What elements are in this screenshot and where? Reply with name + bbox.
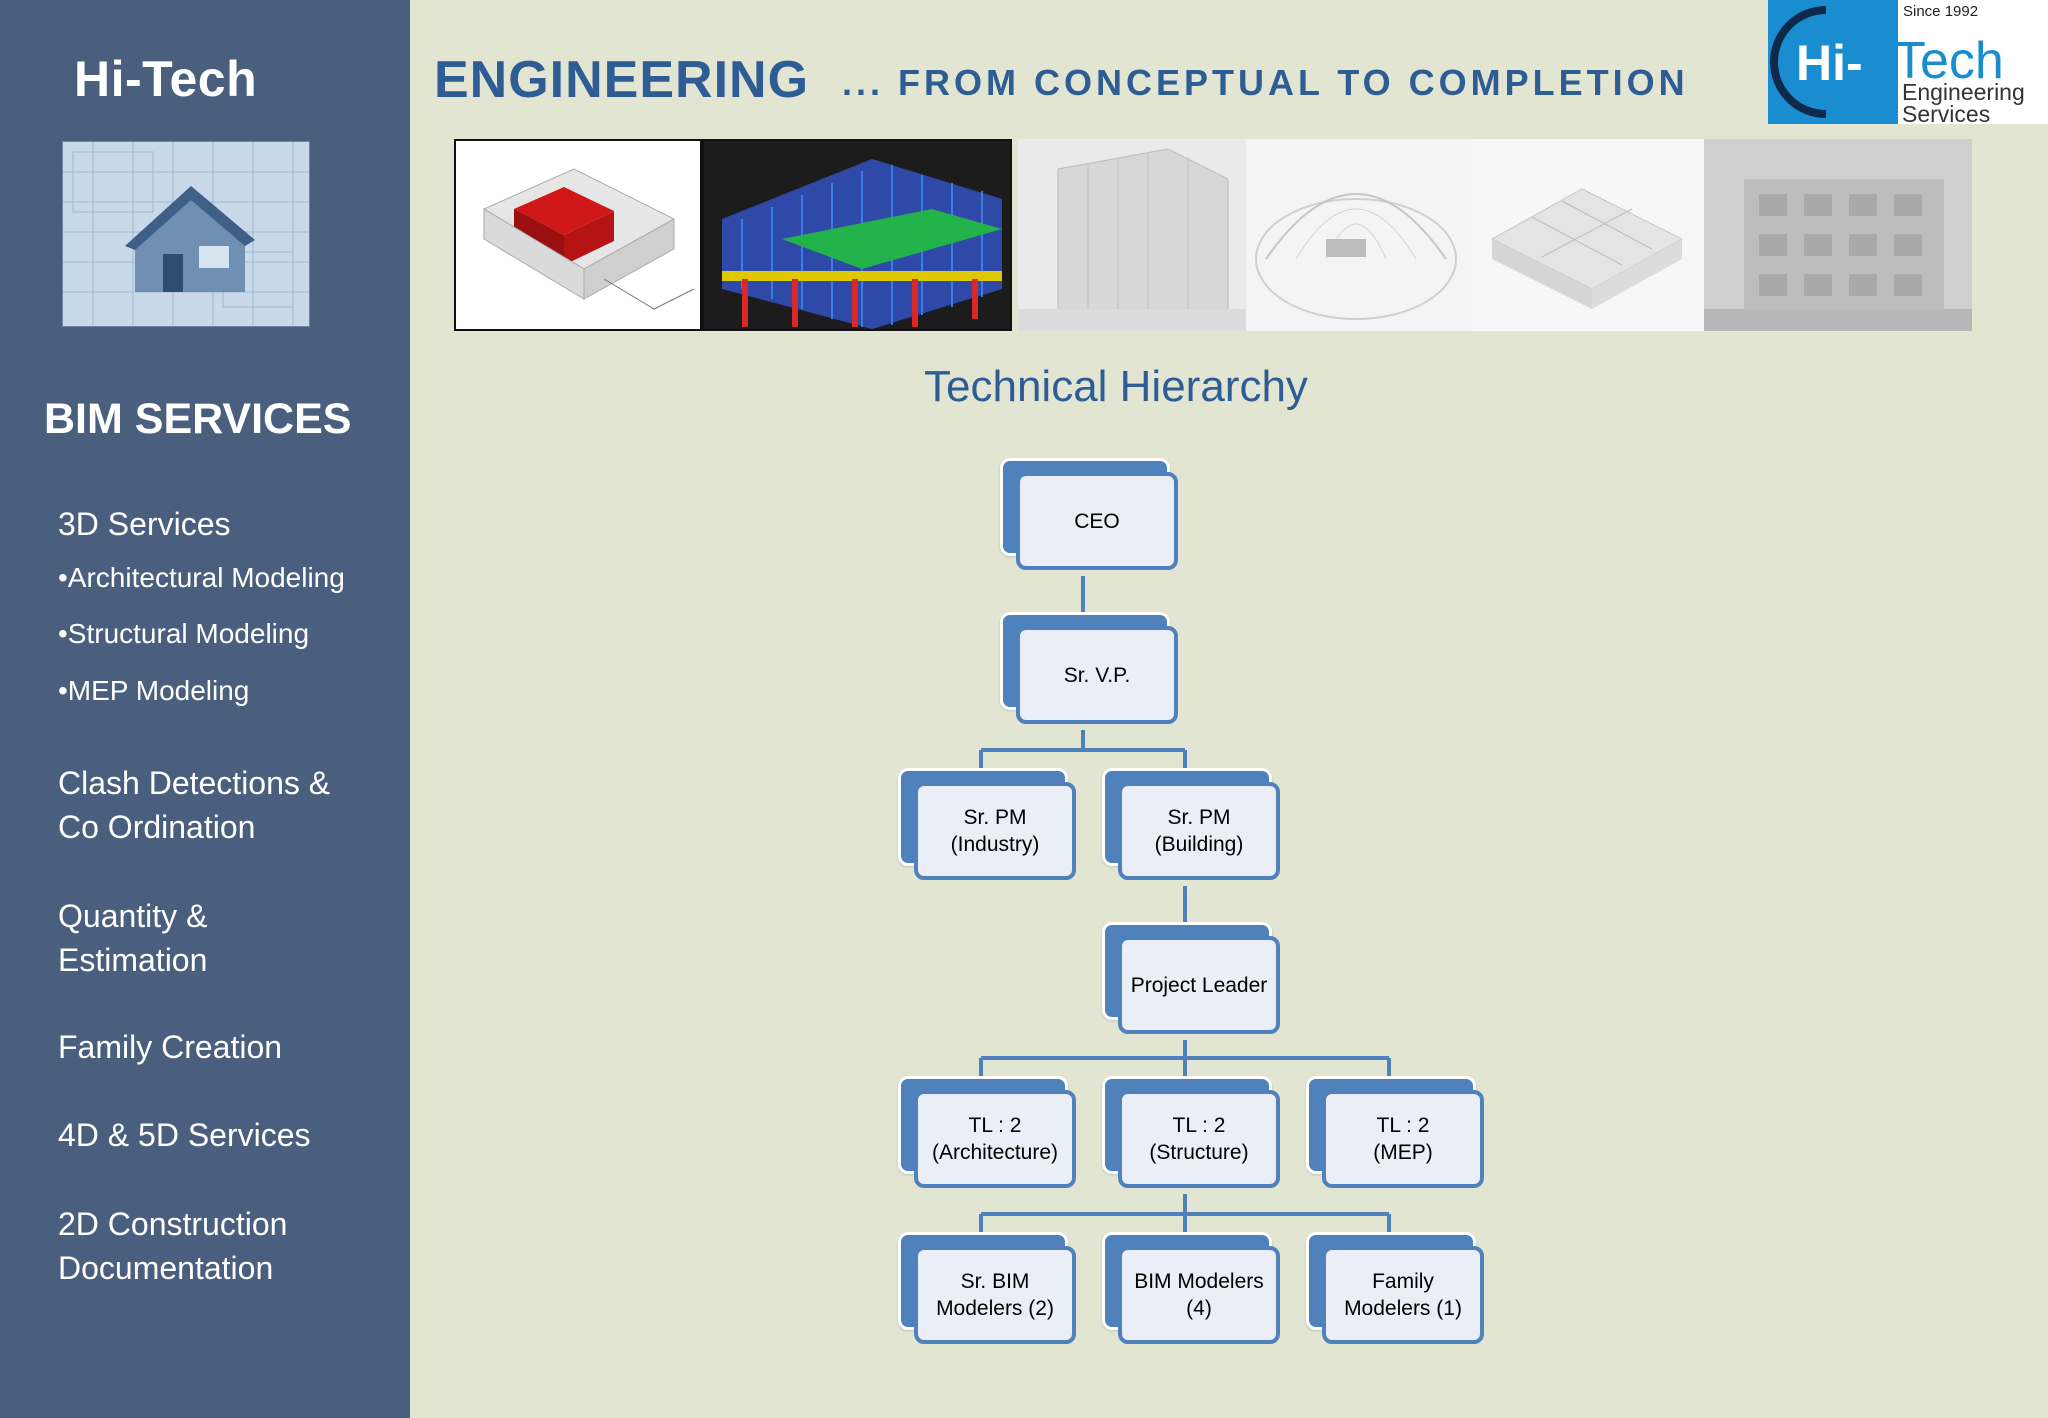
page-title: ENGINEERING xyxy=(434,51,810,109)
menu-item-2d-documentation[interactable]: 2D Construction Documentation xyxy=(58,1206,288,1286)
menu-item-family-creation[interactable]: Family Creation xyxy=(58,1029,283,1065)
node-sr-bim-modelers: Sr. BIM Modelers (2) xyxy=(898,1232,1082,1344)
node-tl-structure: TL : 2 (Structure) xyxy=(1102,1076,1286,1188)
menu-item-3d-services[interactable]: 3D Services xyxy=(58,506,231,542)
node-label: CEO xyxy=(1016,472,1178,570)
tagline: ... FROM CONCEPTUAL TO COMPLETION xyxy=(842,62,1689,103)
menu-item-quantity-estimation[interactable]: Quantity & Estimation xyxy=(58,898,208,978)
node-ceo: CEO xyxy=(1000,458,1184,570)
node-label: Sr. PM (Industry) xyxy=(914,782,1076,880)
node-label: TL : 2 (Architecture) xyxy=(914,1090,1076,1188)
node-tl-architecture: TL : 2 (Architecture) xyxy=(898,1076,1082,1188)
node-sr-vp: Sr. V.P. xyxy=(1000,612,1184,724)
house-floorplan-image xyxy=(1472,139,1704,331)
colored-building-model-image xyxy=(702,139,1012,331)
bim-services-title: BIM SERVICES xyxy=(44,395,352,443)
logo-engineering: Engineering xyxy=(1902,79,2025,105)
node-label: Family Modelers (1) xyxy=(1322,1246,1484,1344)
red-floorplan-3d-image xyxy=(454,139,702,331)
logo-text-tech: Tech xyxy=(1894,32,2004,90)
logo-text-hi: Hi- xyxy=(1796,35,1863,91)
node-label: TL : 2 (MEP) xyxy=(1322,1090,1484,1188)
logo-since: Since 1992 xyxy=(1903,3,1978,20)
submenu-structural-modeling[interactable]: •Structural Modeling xyxy=(58,618,310,649)
node-bim-modelers: BIM Modelers (4) xyxy=(1102,1232,1286,1344)
node-family-modelers: Family Modelers (1) xyxy=(1306,1232,1490,1344)
node-label: Sr. BIM Modelers (2) xyxy=(914,1246,1076,1344)
connector-svp-pms xyxy=(979,730,1187,768)
diagram-title: Technical Hierarchy xyxy=(924,362,1308,411)
dome-structure-image xyxy=(1246,139,1472,331)
brand-name: Hi-Tech xyxy=(74,51,258,107)
tower-model-image xyxy=(1018,139,1246,331)
node-label: Sr. PM (Building) xyxy=(1118,782,1280,880)
submenu-mep-modeling[interactable]: •MEP Modeling xyxy=(58,675,250,706)
logo-services: Services xyxy=(1902,101,1990,124)
connector-tls-modelers xyxy=(979,1194,1391,1232)
node-label: BIM Modelers (4) xyxy=(1118,1246,1280,1344)
node-project-leader: Project Leader xyxy=(1102,922,1286,1034)
menu-item-4d-5d-services[interactable]: 4D & 5D Services xyxy=(58,1117,311,1153)
node-label: Sr. V.P. xyxy=(1016,626,1178,724)
node-sr-pm-building: Sr. PM (Building) xyxy=(1102,768,1286,880)
menu-item-clash-detection[interactable]: Clash Detections & Co Ordination xyxy=(58,765,331,845)
node-label: TL : 2 (Structure) xyxy=(1118,1090,1280,1188)
connector-leader-tls xyxy=(979,1040,1391,1076)
submenu-architectural-modeling[interactable]: •Architectural Modeling xyxy=(58,562,345,593)
node-sr-pm-industry: Sr. PM (Industry) xyxy=(898,768,1082,880)
apartment-building-image xyxy=(1704,139,1972,331)
sidebar: Hi-Tech BIM SERVICES 3D Services •Archit… xyxy=(0,0,410,1418)
house-blueprint-image xyxy=(62,141,310,327)
hi-tech-logo: Hi- Tech Since 1992 Engineering Services xyxy=(1768,0,2048,124)
project-image-strip xyxy=(454,139,1972,331)
node-tl-mep: TL : 2 (MEP) xyxy=(1306,1076,1490,1188)
node-label: Project Leader xyxy=(1118,936,1280,1034)
